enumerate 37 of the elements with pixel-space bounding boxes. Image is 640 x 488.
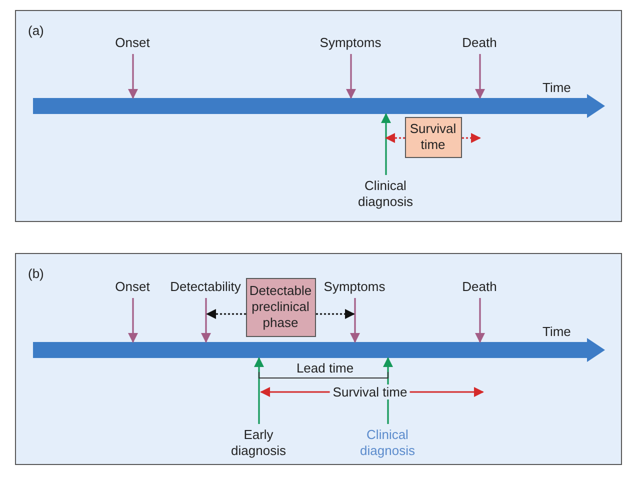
panel-label: (b)	[28, 266, 44, 281]
event-label: Detectability	[166, 278, 246, 294]
arrow	[381, 113, 391, 175]
timeline-arrow	[32, 94, 604, 118]
event-label: Symptoms	[318, 278, 390, 294]
panel-label: (a)	[28, 23, 44, 38]
arrow	[254, 357, 264, 424]
interval-box: Detectable preclinical phase	[246, 278, 316, 336]
arrow	[350, 298, 360, 343]
arrow	[206, 309, 246, 319]
arrow	[201, 298, 211, 343]
interval-label: Lead time	[295, 360, 355, 376]
event-label: Death	[454, 278, 504, 294]
interval-box: Survival time	[404, 116, 462, 158]
arrow	[383, 357, 393, 424]
arrow	[128, 298, 138, 343]
arrow	[475, 298, 485, 343]
event-label: Onset	[102, 34, 162, 50]
arrow	[385, 133, 405, 143]
panel	[15, 10, 622, 222]
event-label: Early diagnosis	[228, 426, 288, 458]
axis-label: Time	[542, 80, 571, 94]
arrow	[128, 54, 138, 99]
event-label: Clinical diagnosis	[352, 426, 422, 458]
arrow	[260, 387, 484, 397]
panel	[15, 253, 622, 465]
edge-label: Survival time	[330, 384, 410, 400]
axis-label: Time	[542, 324, 571, 338]
arrow	[475, 54, 485, 99]
event-label: Symptoms	[314, 34, 386, 50]
arrow	[316, 309, 355, 319]
arrow	[346, 54, 356, 99]
arrow	[462, 133, 481, 143]
event-label: Death	[454, 34, 504, 50]
event-label: Clinical diagnosis	[350, 178, 420, 210]
event-label: Onset	[102, 278, 162, 294]
timeline-arrow	[32, 338, 604, 362]
